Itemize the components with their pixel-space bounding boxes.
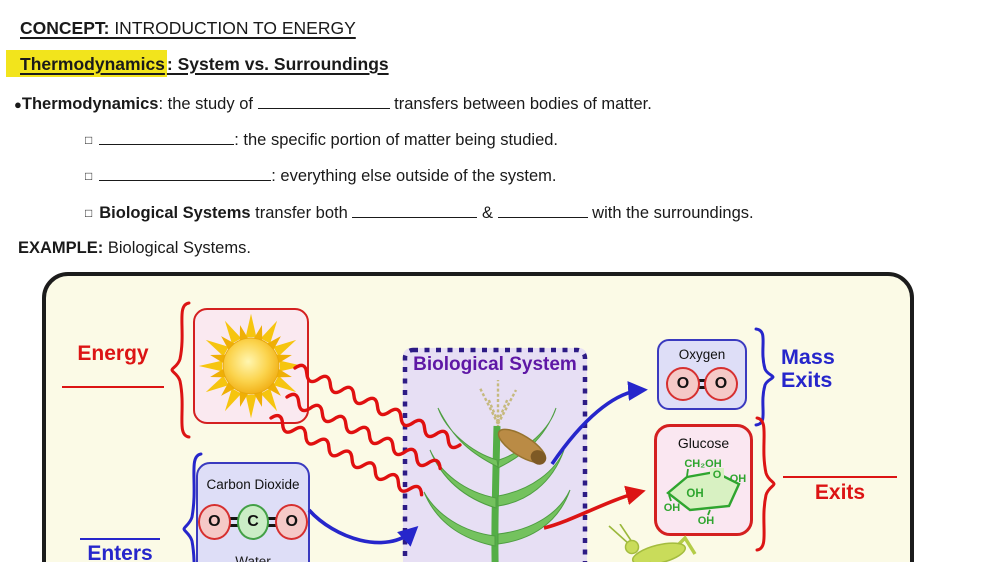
exits-label: Exits — [814, 481, 866, 504]
oxygen-atom-icon: O — [275, 504, 309, 540]
grasshopper-illustration — [608, 524, 697, 562]
biological-systems-mid: transfer both — [250, 204, 353, 222]
carbon-dioxide-box: Carbon Dioxide O C O Water — [196, 462, 310, 562]
example-label: EXAMPLE: — [18, 239, 104, 257]
o2-molecule: O O — [659, 367, 745, 401]
svg-text:OH: OH — [698, 515, 715, 527]
sun-icon — [198, 313, 304, 419]
system-definition-text: : the specific portion of matter being s… — [234, 131, 559, 149]
bullet-icon: ● — [14, 97, 22, 112]
concept-heading: CONCEPT: INTRODUCTION TO ENERGY — [20, 18, 356, 39]
glucose-molecule-icon: CH₂OH O OH OH OH OH — [664, 458, 747, 527]
svg-text:OH: OH — [664, 502, 681, 514]
enters-blank-line — [80, 538, 160, 540]
fill-in-blank — [497, 203, 588, 218]
carbon-dioxide-title: Carbon Dioxide — [206, 477, 300, 492]
biological-systems-post: with the surroundings. — [587, 204, 754, 222]
example-text: Biological Systems. — [103, 239, 251, 257]
square-bullet-icon: □ — [85, 206, 93, 220]
thermodynamics-definition-post: transfers between bodies of matter. — [389, 95, 652, 113]
carbon-atom-icon: C — [236, 504, 270, 540]
double-bond-icon — [695, 379, 709, 389]
energy-blank-line — [62, 386, 164, 388]
glucose-box: Glucose CH₂OH O OH OH OH OH — [654, 424, 753, 536]
thermodynamics-definition-line: ●Thermodynamics: the study of transfers … — [14, 94, 652, 114]
surroundings-definition-line: □ : everything else outside of the system… — [85, 166, 556, 186]
energy-label: Energy — [77, 342, 149, 365]
mass-exits-line1: Mass — [781, 345, 835, 369]
co2-enters-arrow — [307, 508, 419, 547]
surroundings-definition-text: : everything else outside of the system. — [271, 167, 557, 185]
glucose-title: Glucose — [677, 435, 730, 451]
corn-plant-illustration — [423, 380, 571, 562]
concept-heading-title: INTRODUCTION TO ENERGY — [109, 18, 356, 38]
square-bullet-icon: □ — [85, 169, 93, 183]
double-bond-icon — [264, 517, 281, 527]
oxygen-title: Oxygen — [678, 347, 726, 362]
exits-blank-line — [783, 476, 897, 478]
system-definition-line: □ : the specific portion of matter being … — [85, 130, 558, 150]
biological-system-diagram: Biological System — [42, 272, 914, 562]
thermodynamics-term: Thermodynamics — [21, 95, 159, 113]
concept-heading-label: CONCEPT: — [20, 18, 110, 38]
exits-brace — [755, 416, 776, 552]
enters-label: Enters — [87, 542, 153, 562]
square-bullet-icon: □ — [85, 133, 93, 147]
fill-in-blank — [99, 130, 235, 145]
biological-systems-term: Biological Systems — [99, 204, 251, 222]
fill-in-blank — [257, 94, 390, 109]
mass-exits-brace — [754, 327, 775, 427]
thermodynamics-definition-pre: : the study of — [158, 95, 258, 113]
corn-tassel — [478, 380, 518, 428]
example-line: EXAMPLE: Biological Systems. — [18, 239, 251, 258]
oxygen-atom-icon: O — [704, 367, 738, 401]
biological-systems-line: □ Biological Systems transfer both & with… — [85, 203, 754, 223]
svg-text:O: O — [713, 469, 722, 481]
topic-heading-rest: : System vs. Surroundings — [166, 54, 389, 74]
svg-text:OH: OH — [686, 488, 703, 500]
energy-brace — [170, 301, 191, 439]
topic-heading: Thermodynamics: System vs. Surroundings — [6, 50, 389, 77]
oxygen-atom-icon: O — [198, 504, 231, 540]
ampersand: & — [481, 204, 493, 222]
svg-text:OH: OH — [730, 473, 747, 485]
oxygen-box: Oxygen O O — [657, 339, 747, 410]
svg-text:CH₂OH: CH₂OH — [684, 458, 721, 470]
double-bond-icon — [225, 517, 242, 527]
mass-exits-line2: Exits — [781, 368, 833, 392]
energy-sun-box — [193, 308, 309, 424]
oxygen-atom-icon: O — [666, 367, 700, 401]
fill-in-blank — [352, 203, 478, 218]
water-title: Water — [235, 554, 271, 562]
fill-in-blank — [99, 166, 272, 181]
topic-heading-highlighted: Thermodynamics — [6, 50, 167, 77]
mass-exits-label: Mass Exits — [781, 346, 835, 392]
co2-molecule: O C O — [198, 504, 309, 540]
